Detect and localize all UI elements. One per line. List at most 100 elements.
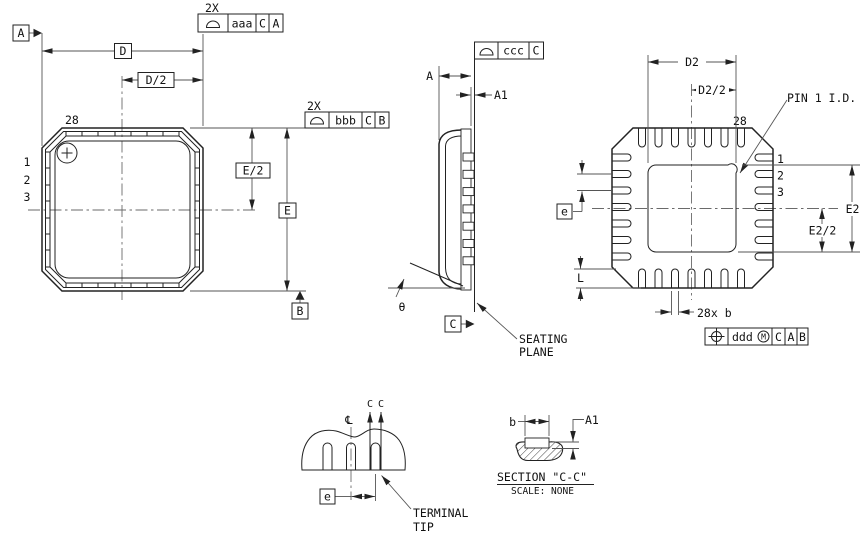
dim-d2-half-label: D2/2	[698, 83, 726, 97]
pin-count-label: 28	[733, 114, 747, 128]
dim-e2-half-label: E2/2	[809, 224, 837, 238]
dim-e-label: E	[284, 204, 291, 218]
package-fragment-outline	[301, 428, 406, 471]
pin2-number: 2	[777, 169, 784, 183]
section-label-left: C	[367, 399, 373, 410]
body-top-surface	[54, 140, 191, 279]
seating-plane-label-1: SEATING	[519, 332, 568, 346]
pin1-id-label: PIN 1 I.D.	[787, 91, 856, 105]
centerline-symbol-icon: ℄	[344, 413, 353, 427]
terminal-slot	[322, 442, 333, 470]
datum-b-label: B	[297, 304, 304, 318]
profile-of-surface-icon	[205, 20, 221, 28]
fcf-datum1: C	[533, 44, 540, 58]
dim-e2-half: E2/2	[804, 208, 841, 252]
terminal-slot	[370, 442, 381, 470]
dim-e-half: E/2	[235, 128, 271, 210]
pin2-number: 2	[24, 173, 31, 187]
fcf-datum2: A	[273, 17, 280, 31]
fcf-datum1: C	[775, 330, 782, 344]
package-outline	[611, 127, 774, 289]
fcf-qty: 2X	[205, 1, 219, 15]
dim-lead-width-label: 28x b	[697, 306, 732, 320]
terminal-ticks-top	[65, 131, 180, 136]
profile-of-surface-icon	[479, 48, 494, 56]
dim-d2-label: D2	[685, 55, 699, 69]
dim-a1: A1	[456, 87, 508, 126]
dim-e-pitch-detail: e	[319, 474, 376, 505]
fcf-tolerance: aaa	[232, 17, 253, 31]
terminal-band-inner	[49, 135, 196, 284]
seating-plane-callout: SEATING PLANE	[476, 302, 568, 359]
terminal-ticks-right	[195, 151, 200, 268]
datum-a-label: A	[18, 26, 25, 40]
dim-b-label: b	[509, 415, 516, 429]
dim-a1-label: A1	[585, 413, 599, 427]
pin1-indicator-icon	[56, 142, 78, 164]
fcf-position: ddd M C A B	[704, 327, 809, 346]
dim-a-label: A	[426, 69, 433, 83]
datum-b: B	[291, 291, 309, 320]
dim-a: A	[426, 69, 471, 83]
true-position-icon	[708, 328, 725, 345]
datum-flag-icon	[295, 291, 305, 300]
fcf-tolerance: ccc	[503, 44, 524, 58]
bottom-view: 28 1 2 3 PIN 1 I.D. D2 D2/2 E2	[556, 55, 862, 346]
dim-e: E	[278, 128, 297, 291]
mmc-modifier-icon: M	[757, 330, 770, 343]
section-c-c-view: b A1 SECTION "C-C" SCALE: NONE	[497, 413, 599, 497]
right-side-pins	[754, 153, 774, 261]
terminal-tip-label-1: TERMINAL	[413, 506, 468, 520]
fcf-qty: 2X	[307, 99, 321, 113]
pin1-number: 1	[24, 155, 31, 169]
terminal-tip-detail: ℄ C C e TERMINAL TIP	[301, 399, 468, 534]
dim-theta-label: θ	[399, 300, 406, 314]
terminal-slot	[346, 442, 356, 470]
dim-e-pitch-label: e	[561, 205, 568, 219]
fcf-modifier: M	[761, 333, 766, 342]
profile-of-surface-icon	[309, 117, 325, 125]
fcf-datum2: A	[788, 330, 795, 344]
section-cut-lines: C C	[367, 399, 384, 470]
dim-a1-label: A1	[494, 88, 508, 102]
dim-d-half-label: D/2	[146, 73, 167, 87]
dim-theta: θ	[388, 262, 465, 314]
pin-count-label: 28	[65, 113, 79, 127]
terminal-ticks-left	[45, 151, 50, 268]
terminal-tip-label-2: TIP	[413, 520, 434, 534]
terminal-tip-callout: TERMINAL TIP	[381, 475, 468, 534]
datum-c-label: C	[450, 317, 457, 331]
package-outline	[41, 127, 204, 292]
fcf-datum1: C	[365, 114, 372, 128]
datum-c: C	[444, 315, 475, 333]
pin3-number: 3	[24, 190, 31, 204]
body-profile	[438, 129, 463, 290]
terminal-band-outer	[45, 131, 200, 288]
datum-flag-icon	[465, 319, 475, 329]
dim-e2: E2	[738, 164, 862, 253]
section-label-right: C	[378, 399, 384, 410]
dim-b: b	[509, 415, 550, 436]
scale-note: SCALE: NONE	[511, 486, 574, 497]
dim-e-half-label: E/2	[243, 164, 264, 178]
fcf-datum2: B	[379, 114, 386, 128]
dim-d-label: D	[120, 44, 127, 58]
fcf-profile-side: 2X bbb C B	[304, 99, 390, 129]
side-view: A A1 ccc C θ C	[388, 41, 568, 359]
section-title: SECTION "C-C"	[497, 470, 587, 484]
pin3-number: 3	[777, 185, 784, 199]
fcf-profile-top: 2X aaa C A	[197, 1, 284, 33]
pin1-id-callout: PIN 1 I.D.	[739, 91, 856, 174]
dim-lead-width: 28x b	[655, 291, 732, 320]
dim-e-pitch-label: e	[324, 490, 331, 504]
seating-plane-label-2: PLANE	[519, 345, 554, 359]
dim-d-half: D/2	[122, 72, 203, 88]
fcf-tolerance: bbb	[335, 114, 356, 128]
exposed-pad	[647, 163, 738, 253]
dim-d2: D2	[647, 55, 737, 163]
terminal-ticks-bottom	[65, 283, 180, 288]
left-side-pins	[611, 153, 632, 261]
datum-flag-icon	[33, 28, 42, 38]
